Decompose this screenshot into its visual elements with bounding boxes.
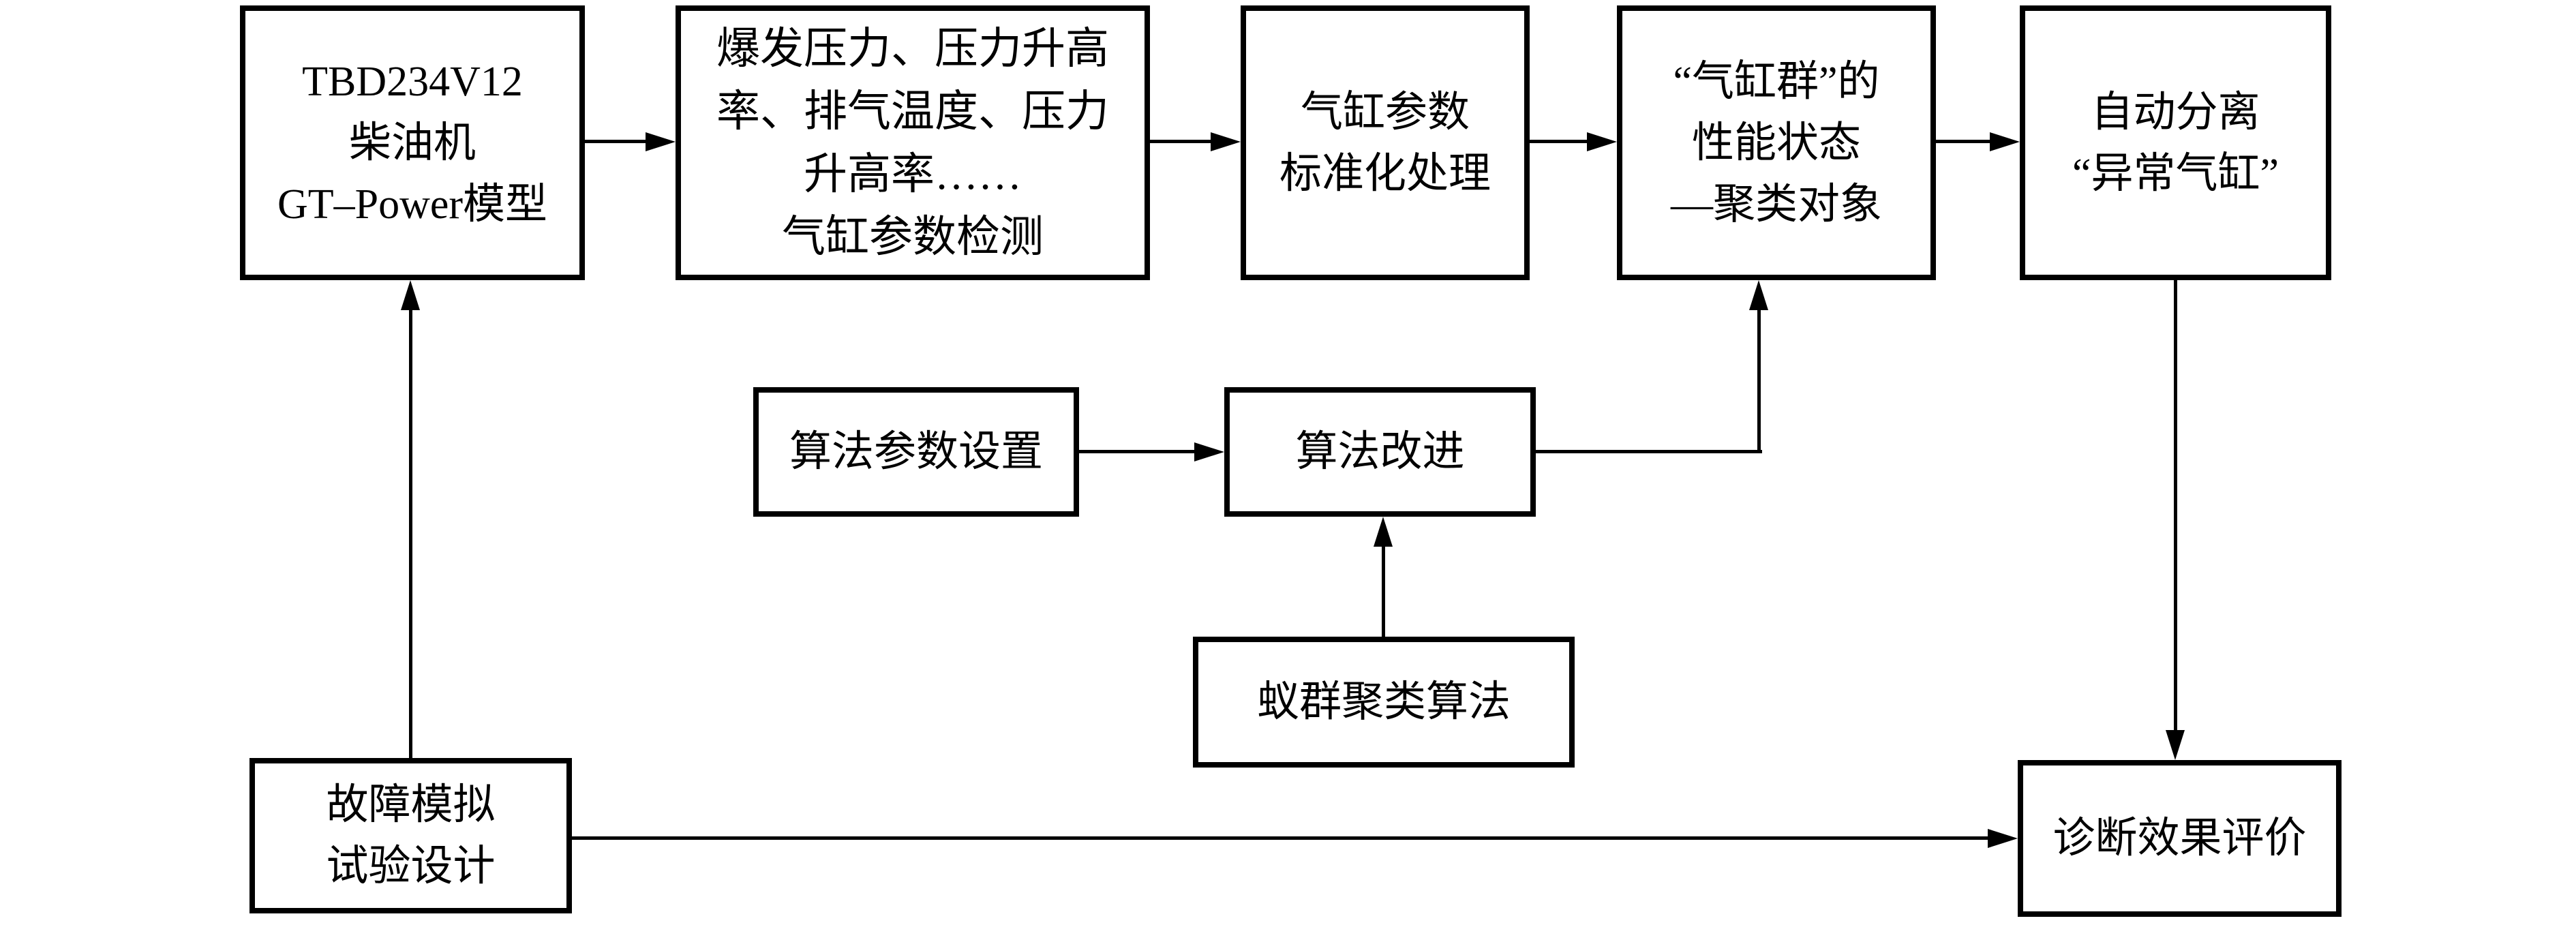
box-algorithm-improvement-label: 算法改进 <box>1295 429 1465 475</box>
arrow-improvement-to-cluster-vertical-shaft <box>1757 310 1761 453</box>
box-cluster-object: “气缸群”的性能状态—聚类对象 <box>1617 5 1936 280</box>
box-ant-colony-label: 蚁群聚类算法 <box>1256 679 1511 725</box>
arrow-fault-to-evaluation-head <box>1988 829 2018 848</box>
arrow-ant-to-improvement-head <box>1374 517 1393 547</box>
box-parameter-detection: 爆发压力、压力升高率、排气温度、压力升高率……气缸参数检测 <box>676 5 1150 280</box>
box-parameter-detection-label: 爆发压力、压力升高率、排气温度、压力升高率……气缸参数检测 <box>716 24 1109 261</box>
box-evaluation-label: 诊断效果评价 <box>2052 815 2307 862</box>
arrow-cluster-to-separation-head <box>1990 132 2020 151</box>
arrow-engine-to-detection-head <box>646 132 676 151</box>
arrow-params-to-improvement-head <box>1194 442 1224 461</box>
box-standardization: 气缸参数标准化处理 <box>1241 5 1530 280</box>
arrow-ant-to-improvement-shaft <box>1382 547 1385 637</box>
arrow-standardization-to-cluster-shaft <box>1530 140 1587 143</box>
box-auto-separation-label: 自动分离“异常气缸” <box>2072 89 2279 197</box>
arrow-fault-to-engine-head <box>401 280 420 310</box>
box-auto-separation: 自动分离“异常气缸” <box>2020 5 2331 280</box>
arrow-fault-to-engine-shaft <box>409 310 412 758</box>
box-fault-simulation-label: 故障模拟试验设计 <box>326 782 496 890</box>
box-standardization-label: 气缸参数标准化处理 <box>1279 89 1491 197</box>
box-algorithm-improvement: 算法改进 <box>1224 387 1536 517</box>
arrow-standardization-to-cluster-head <box>1587 132 1617 151</box>
arrow-separation-to-evaluation-head <box>2166 730 2185 760</box>
arrow-detection-to-standardization-shaft <box>1147 140 1211 143</box>
box-algorithm-params: 算法参数设置 <box>753 387 1079 517</box>
arrow-improvement-to-cluster-horizontal-shaft <box>1536 450 1762 453</box>
arrow-params-to-improvement-shaft <box>1079 450 1194 453</box>
arrow-engine-to-detection-shaft <box>585 140 646 143</box>
box-fault-simulation: 故障模拟试验设计 <box>249 758 572 913</box>
box-algorithm-params-label: 算法参数设置 <box>789 429 1043 475</box>
arrow-fault-to-evaluation-shaft <box>572 836 1988 840</box>
arrow-separation-to-evaluation-shaft <box>2174 280 2177 730</box>
box-cluster-object-label: “气缸群”的性能状态—聚类对象 <box>1670 58 1882 228</box>
arrow-cluster-to-separation-shaft <box>1936 140 1990 143</box>
box-ant-colony: 蚁群聚类算法 <box>1193 637 1575 768</box>
box-evaluation: 诊断效果评价 <box>2018 760 2342 917</box>
arrow-detection-to-standardization-head <box>1211 132 1241 151</box>
arrow-improvement-to-cluster-head <box>1749 280 1768 310</box>
